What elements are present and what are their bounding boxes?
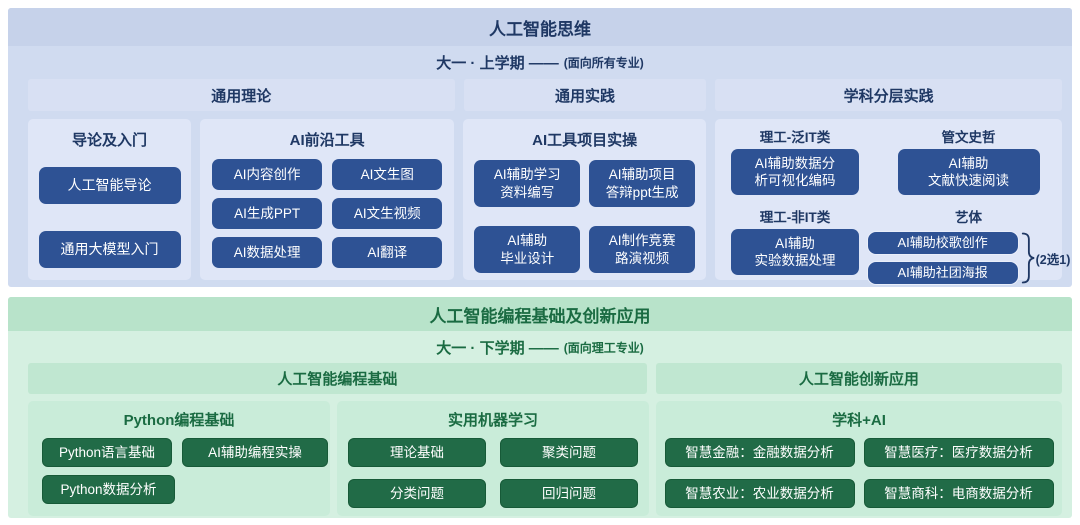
top-content: 通用理论 通用实践 学科分层实践 导论及入门 人工智能导论 通用大模型入门 AI… xyxy=(8,79,1072,285)
header-general-practice: 通用实践 xyxy=(463,79,707,111)
course-chip: AI数据处理 xyxy=(212,237,323,268)
category-header-row: 人工智能编程基础 人工智能创新应用 xyxy=(28,363,1062,394)
audience-note: (面向理工专业) xyxy=(563,340,644,355)
panel-machine-learning: 实用机器学习 理论基础 聚类问题 分类问题 回归问题 xyxy=(337,401,649,516)
practice-grid: AI辅助学习 资料编写 AI辅助项目 答辩ppt生成 AI辅助 毕业设计 AI制… xyxy=(463,150,706,273)
group-label: 管文史哲 xyxy=(941,130,996,145)
header-layered-practice: 学科分层实践 xyxy=(715,79,1062,111)
course-chip: AI辅助 文献快速阅读 xyxy=(897,149,1040,195)
panel-discipline-layered-practice: 理工-泛IT类 AI辅助数据分 析可视化编码 管文史哲 AI辅助 文献快速阅读 … xyxy=(715,119,1070,285)
course-chip: AI辅助学习 资料编写 xyxy=(474,160,581,207)
course-chip: AI辅助数据分 析可视化编码 xyxy=(731,149,859,195)
header-programming-basics: 人工智能编程基础 xyxy=(28,363,647,394)
arts-options-row: AI辅助校歌创作 AI辅助社团海报 (2选1) xyxy=(866,229,1071,287)
course-chip: AI辅助 毕业设计 xyxy=(474,226,581,273)
ml-grid: 理论基础 聚类问题 分类问题 回归问题 xyxy=(337,438,649,508)
category-header-row: 通用理论 通用实践 学科分层实践 xyxy=(28,79,1062,111)
section-title-ai-thinking: 人工智能思维 xyxy=(8,8,1072,46)
group-label: 理工-泛IT类 xyxy=(759,130,831,145)
group-stem-non-it: 理工-非IT类 AI辅助 实验数据处理 xyxy=(715,206,875,287)
course-chip: AI内容创作 xyxy=(212,159,323,190)
course-chip: AI翻译 xyxy=(332,237,443,268)
tools-grid: AI内容创作 AI文生图 AI生成PPT AI文生视频 AI数据处理 AI翻译 xyxy=(200,150,454,268)
semester-subtitle-bottom: 大一 · 下学期 —— (面向理工专业) xyxy=(8,331,1072,363)
course-chip: Python语言基础 xyxy=(42,438,172,467)
choice-note: (2选1) xyxy=(1035,252,1071,267)
course-chip: 人工智能导论 xyxy=(38,167,181,204)
group-label: 艺体 xyxy=(955,210,982,225)
panel-python-basics: Python编程基础 Python语言基础 AI辅助编程实操 Python数据分… xyxy=(28,401,330,516)
panel-heading: Python编程基础 xyxy=(123,412,235,429)
course-chip: AI辅助编程实操 xyxy=(182,438,328,467)
arts-options: AI辅助校歌创作 AI辅助社团海报 xyxy=(866,231,1019,285)
course-chip: AI辅助校歌创作 xyxy=(866,231,1019,255)
section-ai-thinking: 人工智能思维 大一 · 上学期 —— (面向所有专业) 通用理论 通用实践 学科… xyxy=(8,8,1072,287)
semester-subtitle-top: 大一 · 上学期 —— (面向所有专业) xyxy=(8,46,1072,79)
header-general-theory: 通用理论 xyxy=(28,79,455,111)
panel-heading: AI工具项目实操 xyxy=(532,132,638,149)
semester-label: 大一 · 上学期 —— xyxy=(436,55,559,72)
group-arts-sports: 艺体 AI辅助校歌创作 AI辅助社团海报 (2选1) xyxy=(866,206,1070,287)
course-chip: 回归问题 xyxy=(500,479,638,508)
course-chip: 通用大模型入门 xyxy=(38,231,181,268)
course-chip: AI文生图 xyxy=(332,159,443,190)
panel-heading: 学科+AI xyxy=(832,412,886,429)
header-innovation-apps: 人工智能创新应用 xyxy=(655,363,1062,394)
bottom-panels-row: Python编程基础 Python语言基础 AI辅助编程实操 Python数据分… xyxy=(28,401,1062,516)
course-chip: 智慧商科：电商数据分析 xyxy=(863,479,1054,508)
course-chip: 智慧农业：农业数据分析 xyxy=(664,479,855,508)
course-chip: 智慧金融：金融数据分析 xyxy=(664,438,855,467)
course-chip: 理论基础 xyxy=(348,438,486,467)
course-chip: AI辅助社团海报 xyxy=(866,261,1019,285)
course-chip: AI制作竞赛 路演视频 xyxy=(589,226,695,273)
section-title-ai-programming: 人工智能编程基础及创新应用 xyxy=(8,297,1072,331)
general-theory-column: 导论及入门 人工智能导论 通用大模型入门 AI前沿工具 AI内容创作 AI文生图… xyxy=(28,119,455,280)
panel-heading: 导论及入门 xyxy=(71,132,147,149)
top-panels-row: 导论及入门 人工智能导论 通用大模型入门 AI前沿工具 AI内容创作 AI文生图… xyxy=(28,119,1070,285)
course-chip: AI辅助项目 答辩ppt生成 xyxy=(589,160,695,207)
python-row-1: Python语言基础 AI辅助编程实操 xyxy=(28,438,330,467)
group-stem-it: 理工-泛IT类 AI辅助数据分 析可视化编码 xyxy=(715,126,875,195)
semester-label: 大一 · 下学期 —— xyxy=(436,339,559,357)
group-humanities: 管文史哲 AI辅助 文献快速阅读 xyxy=(875,126,1062,195)
course-chip: 聚类问题 xyxy=(500,438,638,467)
bottom-content: 人工智能编程基础 人工智能创新应用 Python编程基础 Python语言基础 … xyxy=(8,363,1072,516)
panel-heading: 实用机器学习 xyxy=(447,412,538,429)
panel-ai-project-practice: AI工具项目实操 AI辅助学习 资料编写 AI辅助项目 答辩ppt生成 AI辅助… xyxy=(463,119,706,280)
section-ai-programming: 人工智能编程基础及创新应用 大一 · 下学期 —— (面向理工专业) 人工智能编… xyxy=(8,297,1072,518)
group-label: 理工-非IT类 xyxy=(759,210,831,225)
course-chip: AI文生视频 xyxy=(332,198,443,229)
audience-note: (面向所有专业) xyxy=(563,56,644,70)
panel-introduction: 导论及入门 人工智能导论 通用大模型入门 xyxy=(28,119,191,280)
python-row-2: Python数据分析 xyxy=(28,475,330,504)
selection-brace-icon xyxy=(1021,232,1034,284)
subject-grid: 智慧金融：金融数据分析 智慧医疗：医疗数据分析 智慧农业：农业数据分析 智慧商科… xyxy=(656,438,1062,508)
panel-heading: AI前沿工具 xyxy=(289,132,365,149)
course-chip: 分类问题 xyxy=(348,479,486,508)
course-chip: 智慧医疗：医疗数据分析 xyxy=(863,438,1054,467)
course-chip: AI辅助 实验数据处理 xyxy=(731,229,859,275)
panel-subject-plus-ai: 学科+AI 智慧金融：金融数据分析 智慧医疗：医疗数据分析 智慧农业：农业数据分… xyxy=(656,401,1062,516)
course-chip: AI生成PPT xyxy=(212,198,323,229)
course-chip: Python数据分析 xyxy=(42,475,175,504)
panel-ai-frontier-tools: AI前沿工具 AI内容创作 AI文生图 AI生成PPT AI文生视频 AI数据处… xyxy=(200,119,455,280)
